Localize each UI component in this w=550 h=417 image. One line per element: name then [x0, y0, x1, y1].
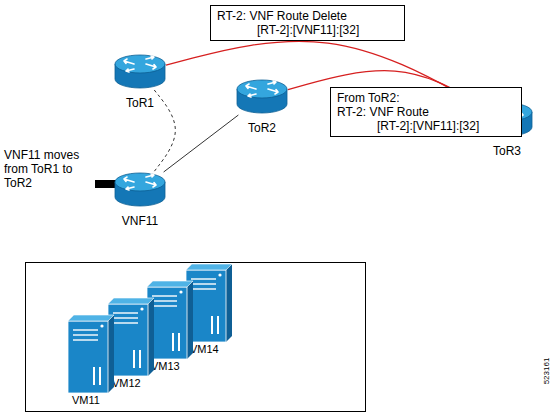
- router-label: ToR2: [248, 121, 276, 135]
- router-label: ToR1: [126, 96, 154, 110]
- move-note: VNF11 moves from ToR1 to ToR2: [4, 148, 96, 190]
- route-text: [RT-2]:[VNF11]:[32]: [217, 23, 398, 37]
- router-node: ToR2: [236, 79, 288, 115]
- server-group-frame: [26, 263, 366, 412]
- route-callout: From ToR2:RT-2: VNF Route[RT-2]:[VNF11]:…: [330, 87, 522, 137]
- vm-label: VM11: [72, 394, 100, 407]
- route-text: RT-2: VNF Route Delete: [217, 9, 398, 23]
- vm-label: VM14: [190, 343, 219, 356]
- figure-number: 523161: [540, 346, 550, 396]
- router-label: VNF11: [122, 214, 158, 228]
- router-icon: [236, 79, 288, 115]
- route-text: RT-2: VNF Route: [337, 105, 515, 119]
- link-line: [154, 90, 176, 172]
- server-icon: [108, 298, 154, 376]
- server-node: VM11: [68, 315, 114, 393]
- route-text: [RT-2]:[VNF11]:[32]: [337, 119, 515, 133]
- vm-label: VM13: [151, 360, 180, 373]
- router-node: ToR1: [114, 54, 166, 90]
- vm-label: VM12: [112, 377, 141, 390]
- router-icon: [114, 172, 166, 208]
- link-line: [164, 115, 239, 172]
- server-icon: [68, 315, 114, 393]
- router-node: VNF11: [114, 172, 166, 208]
- router-icon: [114, 54, 166, 90]
- route-text: From ToR2:: [337, 91, 515, 105]
- server-node: VM12: [108, 298, 154, 376]
- router-label: ToR3: [493, 144, 521, 158]
- route-callout: RT-2: VNF Route Delete[RT-2]:[VNF11]:[32…: [210, 5, 405, 41]
